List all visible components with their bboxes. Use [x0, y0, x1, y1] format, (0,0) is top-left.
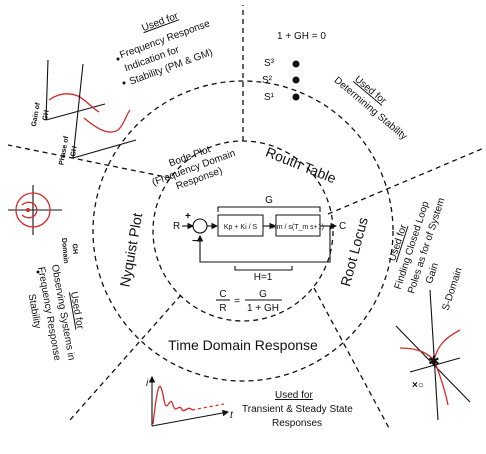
root-locus-use-3: Gain [424, 262, 441, 285]
divider-upper-left [7, 144, 172, 179]
divider-lower-left [69, 294, 182, 421]
controller-block: Kp + Ki / S [224, 224, 258, 231]
tf-right-numerator: G [259, 289, 267, 300]
time-use-1: Transient & Steady State [242, 404, 353, 415]
s-domain-label: S-Domain [441, 266, 465, 312]
pole-marker: ✱ [428, 353, 440, 369]
tf-right-denominator: 1 + GH [247, 303, 279, 314]
nyquist-plot [8, 185, 62, 235]
bode-used-for: Used for Frequency Response Indication f… [118, 11, 214, 88]
time-use-2: Responses [272, 418, 322, 429]
bode-title: Bode Plot (Frequency Domain Response) [147, 136, 244, 200]
plus-sign: + [185, 211, 191, 222]
characteristic-eq: 1 + GH = 0 [277, 31, 326, 42]
outer-ring [92, 80, 394, 382]
routh-row-s3: S³ [264, 58, 275, 69]
divider-right [327, 147, 485, 215]
time-domain-title: Time Domain Response [168, 337, 318, 353]
gain-axis-label: Gain of GH [31, 100, 52, 129]
minus-sign: − [192, 236, 198, 247]
h-label: H=1 [254, 272, 273, 283]
routh-table: 1 + GH = 0 S³ S² S¹ [262, 31, 326, 103]
block-diagram: R + − Kp + Ki / S Km / s(T_m s+1) C G H=… [173, 195, 346, 314]
routh-row-s2: S² [262, 75, 273, 86]
routh-row-s1: S¹ [264, 92, 275, 103]
tf-equals: = [234, 296, 240, 307]
nyquist-title: Nyquist Plot [117, 212, 146, 288]
time-y-axis: i [146, 378, 149, 389]
routh-used-for: Used for Determining Stability [332, 74, 409, 142]
g-label: G [265, 195, 273, 206]
bode-plots: Gain of GH Phase of GH [31, 59, 137, 168]
time-x-axis: t [230, 410, 234, 421]
nyquist-used-for: Used for Observing Systems in Frequency … [26, 264, 86, 362]
routh-title: Routh Table [263, 144, 338, 187]
input-label: R [173, 221, 180, 232]
tf-left-denominator: R [219, 303, 226, 314]
summing-junction [192, 218, 208, 234]
zero-markers: ×○ [412, 380, 424, 391]
time-response-plot: i t [146, 375, 234, 427]
time-used-for: Used for Transient & Steady State Respon… [242, 390, 353, 429]
phase-axis-label: Phase of GH [58, 134, 80, 168]
nyquist-use-3: Stability [26, 293, 43, 329]
output-label: C [339, 221, 346, 232]
tf-left-numerator: C [219, 289, 226, 300]
plant-block: Km / s(T_m s+1) [272, 224, 324, 231]
root-locus-plot: ✱ ×○ [395, 289, 471, 421]
nyquist-domain-label: GH Domain [60, 237, 79, 264]
time-used-for-heading: Used for [275, 390, 313, 401]
